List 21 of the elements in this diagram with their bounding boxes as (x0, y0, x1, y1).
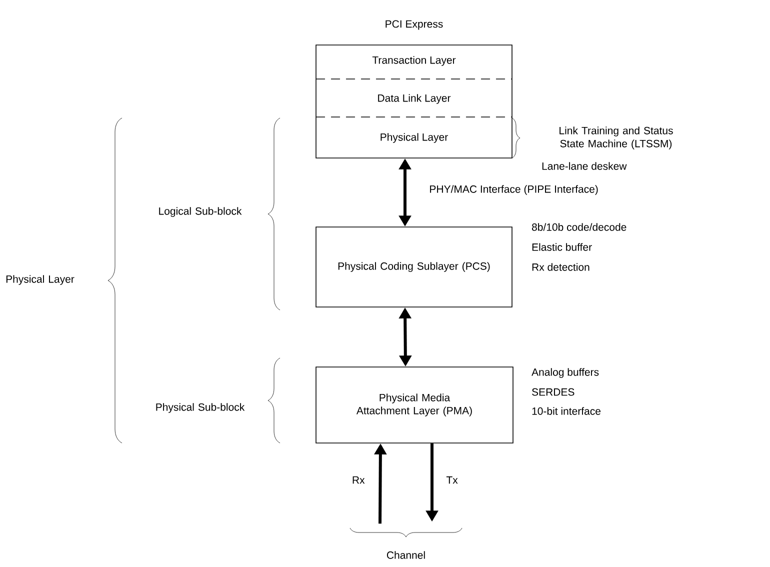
layer-box: Physical Media Attachment Layer (PMA) (316, 366, 514, 444)
group-label: Logical Sub-block (159, 207, 242, 217)
feature-text: Rx detection (532, 263, 590, 271)
group-label: Physical Sub-block (156, 403, 245, 413)
layer-label: Physical Layer (380, 133, 448, 143)
edge-label: Rx (350, 475, 366, 485)
feature-text: Lane-lane deskew (542, 162, 627, 170)
feature-text: 10-bit interface (532, 407, 600, 415)
edge-label: PHY/MAC Interface (PIPE Interface) (428, 184, 600, 196)
feature-text: SERDES (532, 388, 574, 396)
feature-text: Elastic buffer (532, 243, 592, 251)
feature-text: 8b/10b code/decode (532, 223, 626, 231)
feature-text: Analog buffers (532, 368, 599, 378)
channel-label: Channel (386, 551, 425, 559)
layer-label: Transaction Layer (372, 56, 456, 66)
group-label: Physical Layer (6, 275, 74, 285)
heading-label: PCI Express (386, 20, 443, 30)
layer-label: Data Link Layer (378, 94, 451, 104)
edge-label: Tx (445, 475, 459, 485)
layer-box: Physical Coding Sublayer (PCS) (316, 226, 512, 308)
ltssm-note: Link Training and Status State Machine (LTSSM) (560, 126, 673, 150)
